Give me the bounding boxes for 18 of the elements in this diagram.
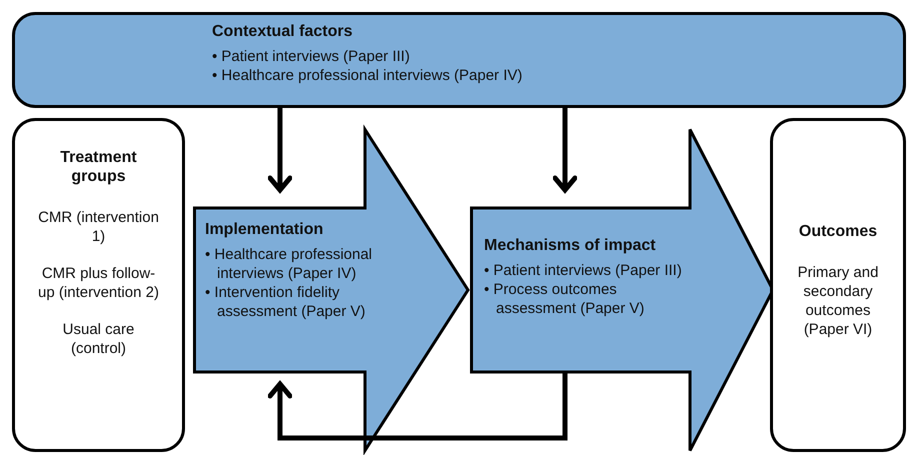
node-text: Primary and secondary outcomes (Paper VI) [796,263,880,339]
node-heading: Implementation [205,220,324,239]
node-heading: Outcomes [798,222,878,241]
node-heading: Mechanisms of impact [484,236,657,255]
node-text: CMR (intervention 1) [38,208,159,246]
arrow [268,372,568,440]
bullet-item: • Process outcomes assessment (Paper V) [484,280,646,318]
node-text: Usual care (control) [62,320,136,358]
bullet-item: • Intervention fidelity assessment (Paper V) [205,283,366,321]
arrow [552,108,578,192]
node-text: CMR plus follow-up (intervention 2) [38,264,159,302]
arrow [268,108,292,192]
node-heading: Contextual factors [212,22,354,41]
bullet-item: • Healthcare professional interviews (Paper IV) [212,66,524,85]
bullet-item: • Patient interviews (Paper III) [212,47,411,66]
bullet-item: • Patient interviews (Paper III) [484,261,683,280]
bullet-item: • Healthcare professional interviews (Paper IV) [205,245,374,283]
node-heading: Treatment groups [59,148,138,186]
